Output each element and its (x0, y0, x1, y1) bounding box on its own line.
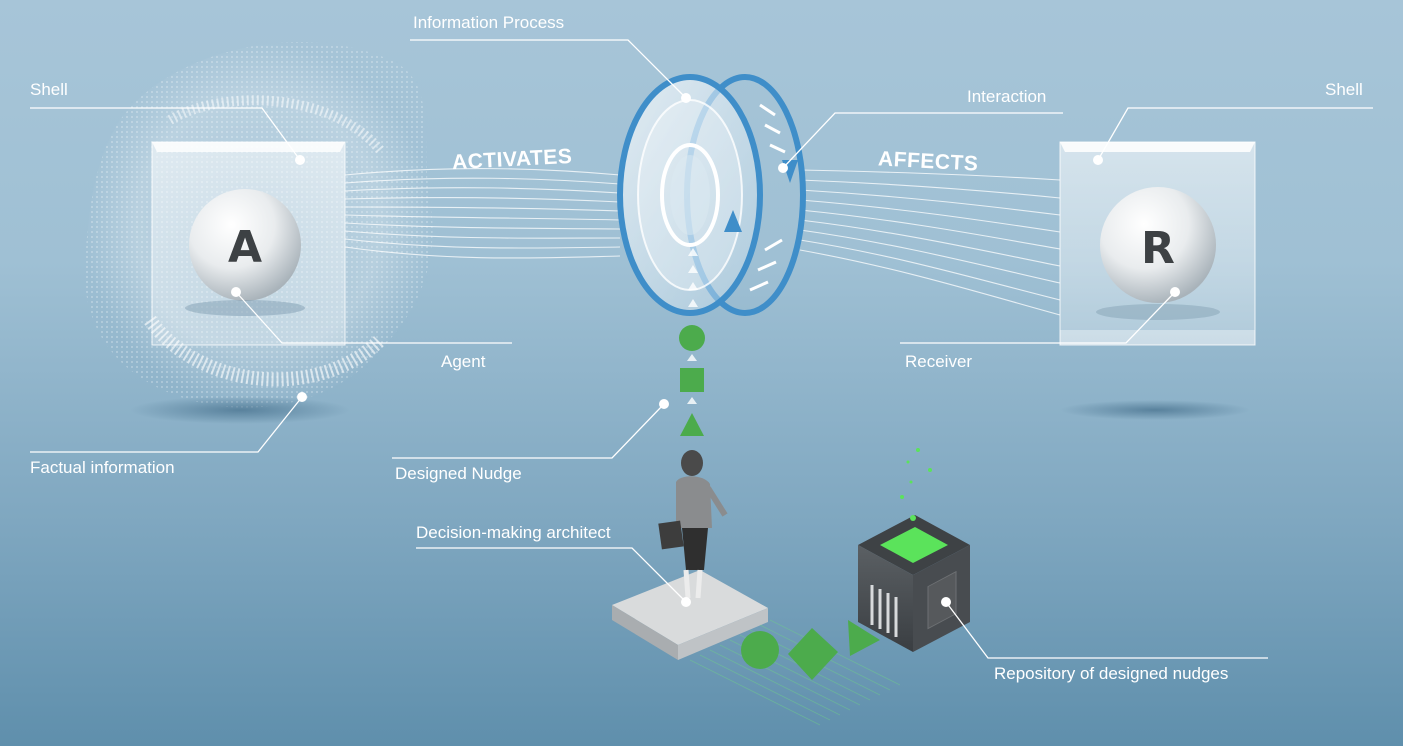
label-interaction: Interaction (967, 87, 1047, 106)
label-repository: Repository of designed nudges (994, 664, 1229, 683)
nudge-column (679, 248, 705, 436)
label-shell-left: Shell (30, 80, 68, 99)
floor-circle-icon (741, 631, 779, 669)
cube-shadow-right (1060, 400, 1250, 420)
label-designed-nudge: Designed Nudge (395, 464, 522, 483)
cube-shadow-left (130, 396, 350, 424)
square-icon (680, 368, 704, 392)
architect-platform (612, 570, 768, 660)
triangle-icon (680, 413, 704, 436)
floor-triangle-icon (848, 620, 880, 656)
label-agent: Agent (441, 352, 486, 371)
label-shell-right: Shell (1325, 80, 1363, 99)
callout-lines (30, 39, 1373, 659)
label-information-process: Information Process (413, 13, 565, 32)
shell-cube-right (1059, 141, 1256, 346)
receiver-letter: R (1141, 223, 1175, 274)
label-receiver: Receiver (905, 352, 973, 371)
interaction-arrow-up-icon (724, 210, 742, 232)
shell-cube-left (151, 141, 346, 346)
receiver-sphere (1100, 187, 1216, 303)
agent-letter: A (228, 222, 262, 273)
floor-square-icon (788, 628, 838, 680)
woman-figure-icon (658, 450, 728, 599)
label-decision-making-architect: Decision-making architect (416, 523, 611, 542)
label-factual-information: Factual information (30, 458, 175, 477)
repository-box-icon (858, 448, 970, 652)
information-process-ring (617, 74, 806, 316)
circle-icon (679, 325, 705, 351)
callout-dots (231, 93, 1180, 607)
agent-sphere (189, 189, 301, 301)
